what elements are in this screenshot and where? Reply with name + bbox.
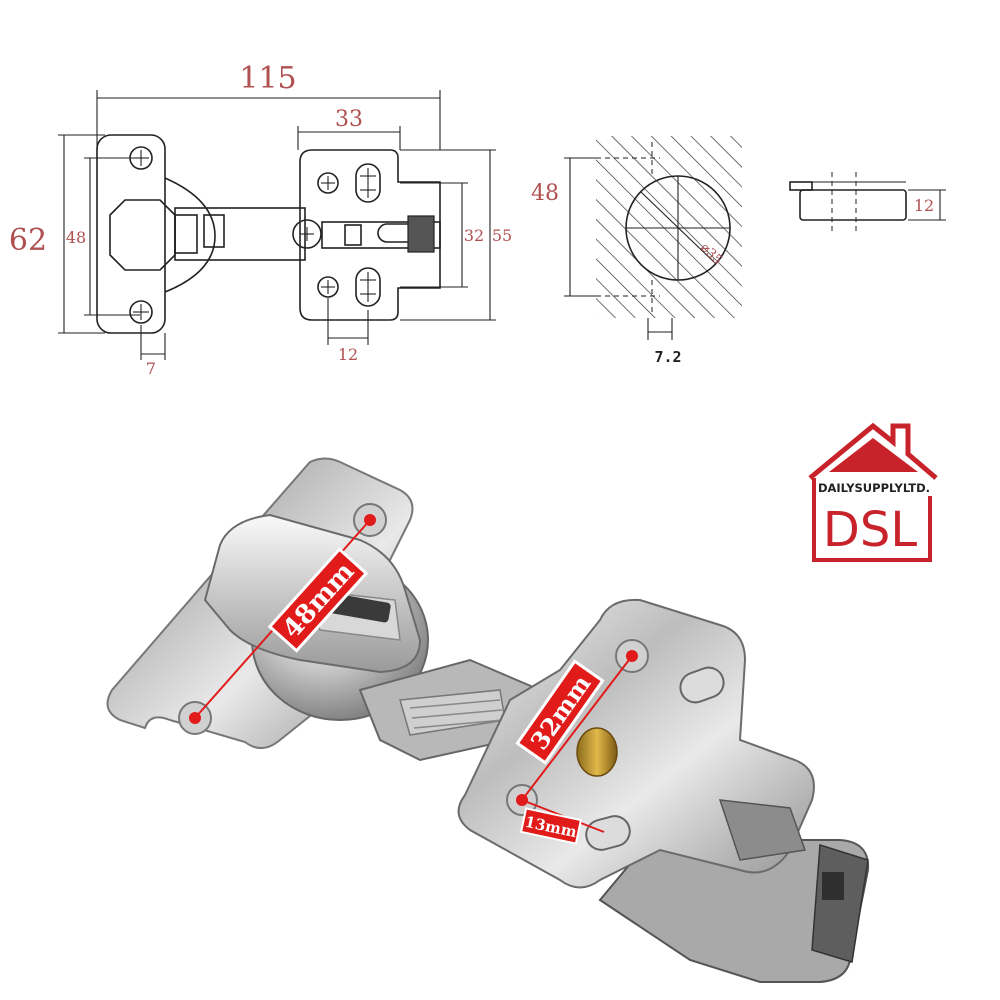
hinge-photo: 48mm 32mm 13mm (106, 457, 870, 983)
dim-plate-height: 55 (492, 226, 512, 245)
dim-overall-height: 62 (9, 223, 47, 258)
dim-plate-hole-spacing: 32 (464, 226, 484, 245)
bore-section-drawing: ⌀35 48 7.2 (531, 136, 742, 366)
company-logo: DAILYSUPPLYLTD. DSL (808, 422, 938, 562)
cup-depth-drawing: 12 (789, 172, 946, 234)
dim-bore-spacing: 48 (531, 181, 559, 206)
dim-edge-distance: 7.2 (654, 348, 681, 366)
dim-hole-offset: 12 (338, 345, 358, 364)
dim-cup-hole-spacing: 48 (66, 228, 86, 247)
dim-cup-depth: 12 (914, 196, 934, 215)
dim-edge-offset: 7 (146, 359, 156, 378)
dim-plate-width: 33 (335, 107, 363, 132)
dim-overall-width: 115 (239, 61, 296, 96)
brass-adjust-screw-icon (576, 727, 618, 777)
logo-mark: DSL (823, 502, 917, 558)
logo-company-name: DAILYSUPPLYLTD. (818, 481, 930, 495)
hinge-drawing: 115 33 62 48 (9, 61, 512, 378)
